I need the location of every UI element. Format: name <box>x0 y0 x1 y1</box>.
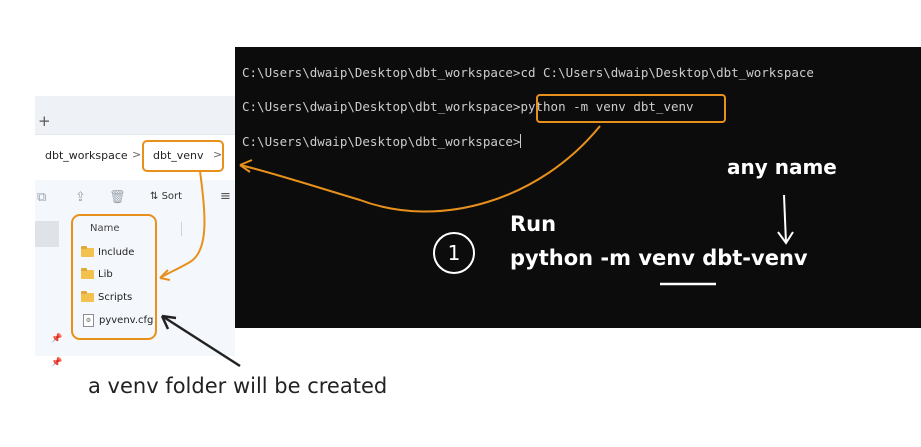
folder-icon <box>81 290 94 302</box>
file-row-scripts[interactable]: Scripts <box>81 289 132 305</box>
arrow-head <box>159 269 171 281</box>
any-name-arrow <box>783 194 787 244</box>
share-icon[interactable]: ⇪ <box>75 190 86 205</box>
breadcrumb-item-dbt-venv[interactable]: dbt_venv <box>153 149 204 162</box>
terminal-line: C:\Users\dwaip\Desktop\dbt_workspace> <box>242 134 522 149</box>
sort-button[interactable]: ⇅ Sort <box>150 191 182 202</box>
run-label: Run <box>510 212 557 236</box>
run-command-suffix: dbt-venv <box>694 246 808 270</box>
command-highlight-box <box>536 94 726 123</box>
terminal-window[interactable]: C:\Users\dwaip\Desktop\dbt_workspace>cd … <box>235 47 921 328</box>
any-name-note: any name <box>727 155 837 179</box>
venv-folder-note: a venv folder will be created <box>88 374 388 398</box>
command-to-breadcrumb-arrow <box>239 125 601 213</box>
venv-note-arrow <box>161 314 241 368</box>
cfg-file-icon: ⚙ <box>83 313 94 327</box>
column-divider[interactable] <box>181 222 182 236</box>
breadcrumb-separator: > <box>132 148 142 161</box>
breadcrumb-item-dbt-workspace[interactable]: dbt_workspace <box>45 149 128 162</box>
run-command-note: python -m venv dbt-venv <box>510 246 808 270</box>
arrow-head <box>777 231 794 245</box>
terminal-line: C:\Users\dwaip\Desktop\dbt_workspace>cd … <box>242 65 814 80</box>
breadcrumb-highlight-box <box>142 140 224 172</box>
text-cursor <box>520 134 522 148</box>
terminal-prompt: C:\Users\dwaip\Desktop\dbt_workspace> <box>242 99 521 114</box>
tab-strip: + <box>35 96 235 134</box>
copy-icon[interactable]: ⧉ <box>37 190 47 205</box>
folder-icon <box>81 267 94 279</box>
plus-icon[interactable]: + <box>38 112 51 130</box>
breadcrumb-separator[interactable]: > <box>213 148 223 161</box>
column-header-name[interactable]: Name <box>90 223 120 234</box>
pin-icon[interactable]: 📌 <box>51 334 63 344</box>
terminal-line: C:\Users\dwaip\Desktop\dbt_workspace>pyt… <box>242 99 694 114</box>
files-highlight-box <box>71 214 157 340</box>
step-number-badge: 1 <box>433 232 475 274</box>
highlighted-command: python -m venv dbt_venv <box>520 99 694 114</box>
folder-icon <box>81 245 94 257</box>
terminal-prompt: C:\Users\dwaip\Desktop\dbt_workspace> <box>242 134 521 149</box>
nav-pane-selected-item[interactable] <box>35 221 59 247</box>
run-command-venv-underlined: venv <box>638 246 695 270</box>
file-name: pyvenv.cfg <box>99 314 154 326</box>
file-row-include[interactable]: Include <box>81 244 134 260</box>
file-name: Include <box>98 246 135 258</box>
arrow-head <box>239 159 253 173</box>
arrow-head <box>160 314 177 330</box>
sort-label: Sort <box>161 191 183 202</box>
pin-icon[interactable]: 📌 <box>51 358 63 368</box>
file-row-pyvenv-cfg[interactable]: ⚙ pyvenv.cfg <box>81 312 153 328</box>
sort-icon: ⇅ <box>150 191 162 202</box>
run-command-prefix: python -m <box>510 246 639 270</box>
more-icon[interactable]: ≡ <box>220 189 231 204</box>
trash-icon[interactable]: 🗑 <box>109 190 126 205</box>
file-name: Lib <box>98 268 113 280</box>
breadcrumb-to-files-arrow <box>159 170 206 279</box>
file-name: Scripts <box>98 291 133 303</box>
file-row-lib[interactable]: Lib <box>81 266 113 282</box>
